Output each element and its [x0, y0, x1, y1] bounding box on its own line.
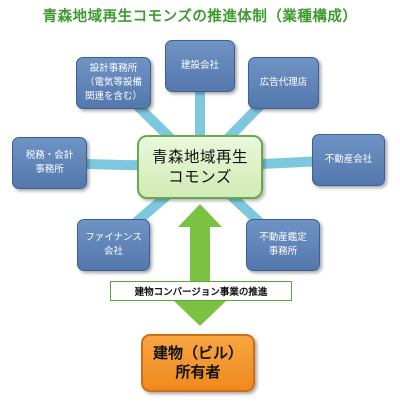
member-real-estate: 不動産会社: [312, 134, 385, 186]
member-finance: ファイナンス 会社: [77, 219, 150, 271]
member-appraisal: 不動産鑑定 事務所: [246, 219, 320, 271]
building-owner: 建物（ビル） 所有者: [141, 334, 255, 392]
member-tax-accounting: 税務・会計 事務所: [12, 137, 87, 189]
member-design-office: 設計事務所 （電気等設備 関連を含む）: [76, 57, 151, 109]
diagram-title: 青森地域再生コモンズの推進体制（業種構成）: [42, 9, 358, 25]
action-label: 建物コンバージョン事業の推進: [110, 281, 292, 301]
hub-commons: 青森地域再生 コモンズ: [137, 135, 263, 199]
double-arrow: [174, 204, 226, 326]
arrow-up-head: [178, 204, 222, 240]
arrow-down-head: [174, 301, 226, 326]
member-construction: 建設会社: [165, 40, 235, 92]
member-advertising: 広告代理店: [248, 57, 319, 109]
